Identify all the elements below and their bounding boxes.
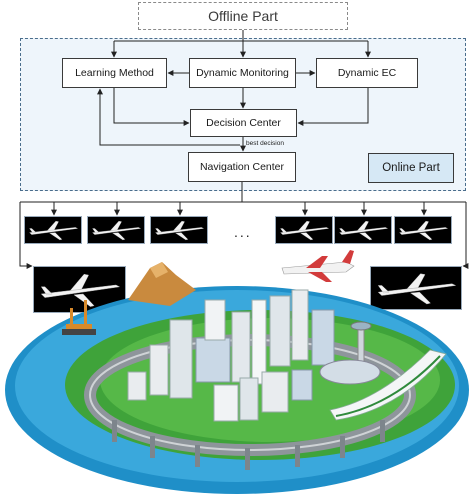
learning-method-label: Learning Method <box>75 67 154 79</box>
dynamic-ec-label: Dynamic EC <box>337 67 397 79</box>
arrow-ec-to-decision <box>297 88 369 126</box>
aircraft-image <box>24 216 82 244</box>
aircraft-image <box>334 216 392 244</box>
aircraft-image <box>87 216 145 244</box>
aircraft-image <box>275 216 333 244</box>
airliner <box>281 250 355 282</box>
stadium <box>319 359 381 385</box>
oil-rig <box>62 300 96 335</box>
decision-center-label: Decision Center <box>206 117 281 129</box>
road-pillars <box>112 420 385 470</box>
aircraft-image <box>394 216 452 244</box>
online-part-label-box: Online Part <box>368 153 454 183</box>
online-part-label: Online Part <box>382 162 440 174</box>
dynamic-ec-node: Dynamic EC <box>316 58 418 88</box>
ellipsis: ... <box>234 224 252 240</box>
arrow-to-aircraft-large-right <box>462 202 469 269</box>
aircraft-image <box>150 216 208 244</box>
arrow-feedback-to-learning <box>97 88 240 146</box>
navigation-center-label: Navigation Center <box>199 161 285 173</box>
offline-part-box: Offline Part <box>138 2 348 30</box>
offline-part-label: Offline Part <box>208 8 278 24</box>
navigation-center-node: Navigation Center <box>188 152 296 182</box>
aircraft-icon <box>92 221 142 241</box>
control-tower <box>350 321 372 365</box>
aircraft-image-large <box>370 266 462 310</box>
learning-method-node: Learning Method <box>62 58 167 88</box>
dynamic-monitoring-label: Dynamic Monitoring <box>196 67 289 79</box>
dynamic-monitoring-node: Dynamic Monitoring <box>189 58 296 88</box>
aircraft-image-large <box>33 266 126 313</box>
aircraft-icon <box>377 273 457 305</box>
aircraft-icon <box>339 221 389 241</box>
aircraft-icon <box>155 221 205 241</box>
aircraft-icon <box>399 221 449 241</box>
arrow-learning-to-decision <box>113 88 190 126</box>
decision-center-node: Decision Center <box>190 109 297 137</box>
mountain-peak <box>150 262 168 278</box>
arrow-to-aircraft-large-left <box>19 202 33 269</box>
aircraft-icon <box>40 273 121 307</box>
aircraft-icon <box>29 221 79 241</box>
bullet-train <box>329 349 447 421</box>
mountain <box>128 262 196 306</box>
aircraft-icon <box>280 221 330 241</box>
city-buildings <box>127 289 335 422</box>
best-decision-label: best decision <box>246 140 284 147</box>
